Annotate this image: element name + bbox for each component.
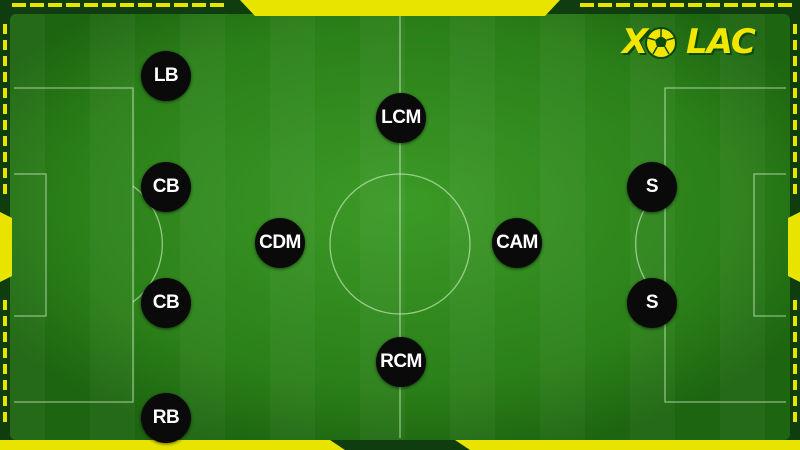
player-cb-bottom[interactable]: CB	[141, 278, 191, 328]
player-s-top[interactable]: S	[627, 162, 677, 212]
player-lb[interactable]: LB	[141, 51, 191, 101]
logo-text-x: X	[622, 22, 648, 62]
right-penalty-area	[664, 87, 786, 403]
center-circle	[329, 173, 471, 315]
bottom-right-accent-bar	[455, 440, 800, 450]
right-goal-area	[753, 173, 786, 317]
player-cam[interactable]: CAM	[492, 218, 542, 268]
soccer-ball-icon	[645, 27, 677, 59]
top-accent-bar	[240, 0, 560, 16]
xoilac-logo[interactable]: X LAC	[622, 20, 756, 66]
left-penalty-area	[14, 87, 134, 403]
bottom-left-accent-bar	[0, 440, 345, 450]
player-lcm[interactable]: LCM	[376, 93, 426, 143]
left-side-dashes	[3, 24, 7, 422]
player-rcm[interactable]: RCM	[376, 337, 426, 387]
left-goal-area	[14, 173, 47, 317]
right-bracket-outline	[790, 220, 800, 274]
top-right-dashes	[580, 3, 792, 7]
top-left-dashes	[12, 3, 224, 7]
right-side-dashes	[793, 24, 797, 422]
player-rb[interactable]: RB	[141, 393, 191, 443]
logo-text-lac: LAC	[686, 22, 756, 62]
player-cb-top[interactable]: CB	[141, 162, 191, 212]
left-bracket-outline	[0, 220, 10, 274]
player-cdm[interactable]: CDM	[255, 218, 305, 268]
player-s-bottom[interactable]: S	[627, 278, 677, 328]
